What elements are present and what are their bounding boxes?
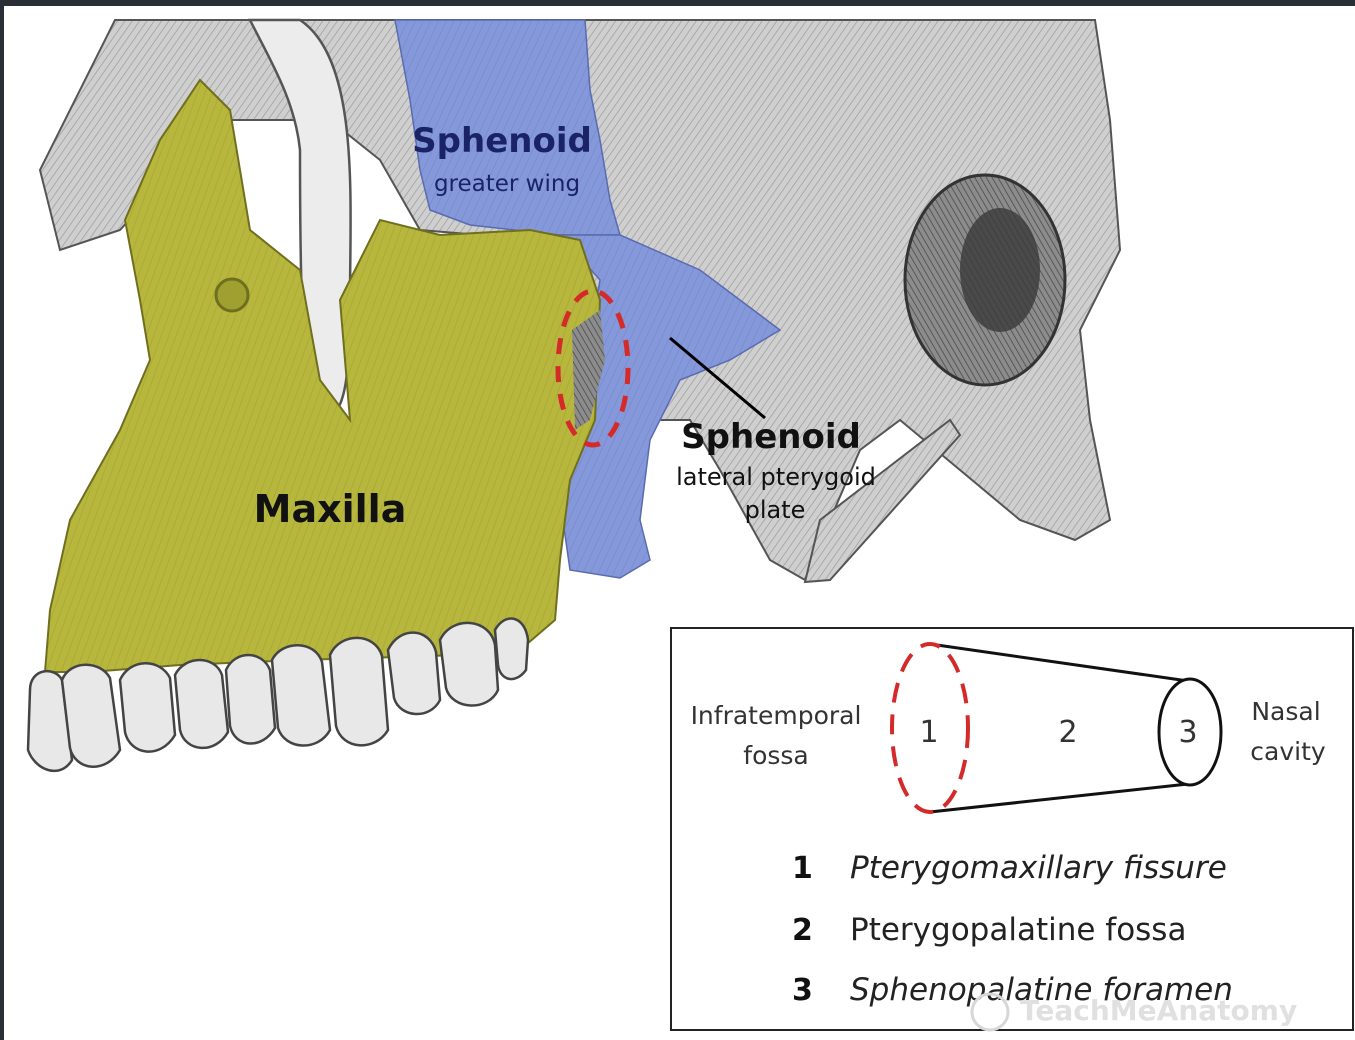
nasal-label-line2: cavity [1250,737,1326,766]
zone3-label: 3 [1178,715,1197,750]
infratemporal-label-line1: Infratemporal [691,701,862,730]
zone1-label: 1 [919,715,938,750]
infratemporal-label-line2: fossa [743,741,808,770]
legend-num-2: 2 [792,913,813,948]
label-sphenoid-mid: Sphenoid [681,417,861,457]
legend-num-3: 3 [792,973,813,1008]
legend-text-2: Pterygopalatine fossa [850,912,1186,948]
zone2-label: 2 [1058,715,1077,750]
inset-panel: 1 2 3 Infratemporal fossa Nasal cavity 1… [671,628,1353,1030]
label-lateral-pterygoid: lateral pterygoid [676,463,876,491]
legend-text-1: Pterygomaxillary fissure [850,850,1227,886]
watermark-text: TeachMeAnatomy [1020,994,1297,1027]
legend-num-1: 1 [792,851,813,886]
label-maxilla: Maxilla [254,487,407,531]
label-plate: plate [745,496,806,524]
label-greater-wing: greater wing [434,171,580,197]
label-sphenoid-top: Sphenoid [412,121,592,161]
nasal-label-line1: Nasal [1251,697,1320,726]
